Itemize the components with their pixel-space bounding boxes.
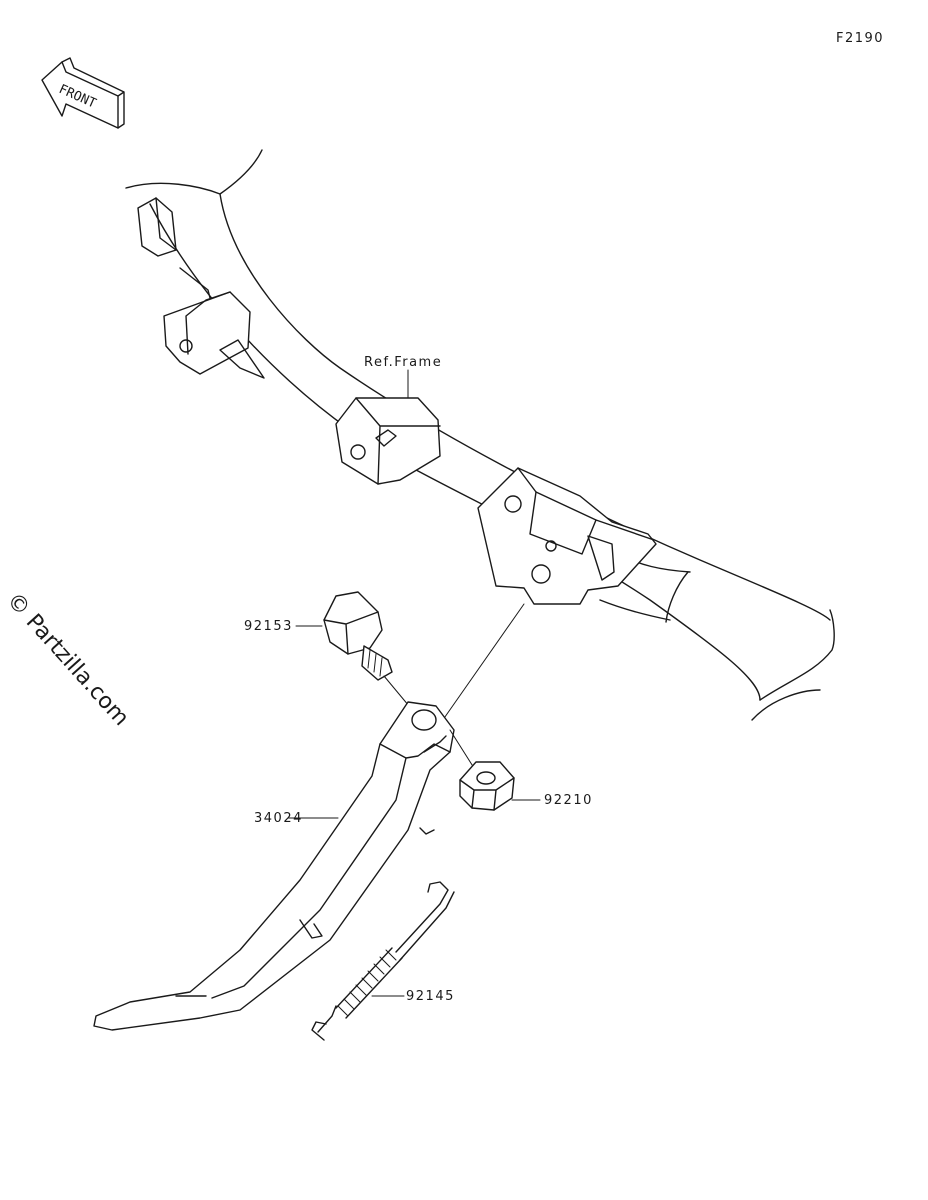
- nut-92210: [449, 729, 515, 811]
- pivot-leader-line: [439, 603, 525, 725]
- part-number-34024: 34024: [254, 811, 303, 826]
- reference-frame: [125, 149, 835, 721]
- frame-mount-block: [335, 397, 441, 485]
- part-number-92210: 92210: [544, 793, 593, 808]
- bolt-92153: [323, 591, 415, 713]
- side-stand-34024: [93, 701, 455, 1031]
- part-number-92145: 92145: [406, 989, 455, 1004]
- figure-code: F2190: [836, 31, 885, 46]
- ref-frame-label: Ref.Frame: [364, 355, 443, 370]
- part-number-92153: 92153: [244, 619, 293, 634]
- front-direction-arrow-icon: FRONT: [41, 57, 125, 129]
- stand-pivot-bracket: [477, 467, 657, 605]
- spring-92145: [311, 881, 455, 1041]
- frame-upper-bracket: [137, 197, 265, 379]
